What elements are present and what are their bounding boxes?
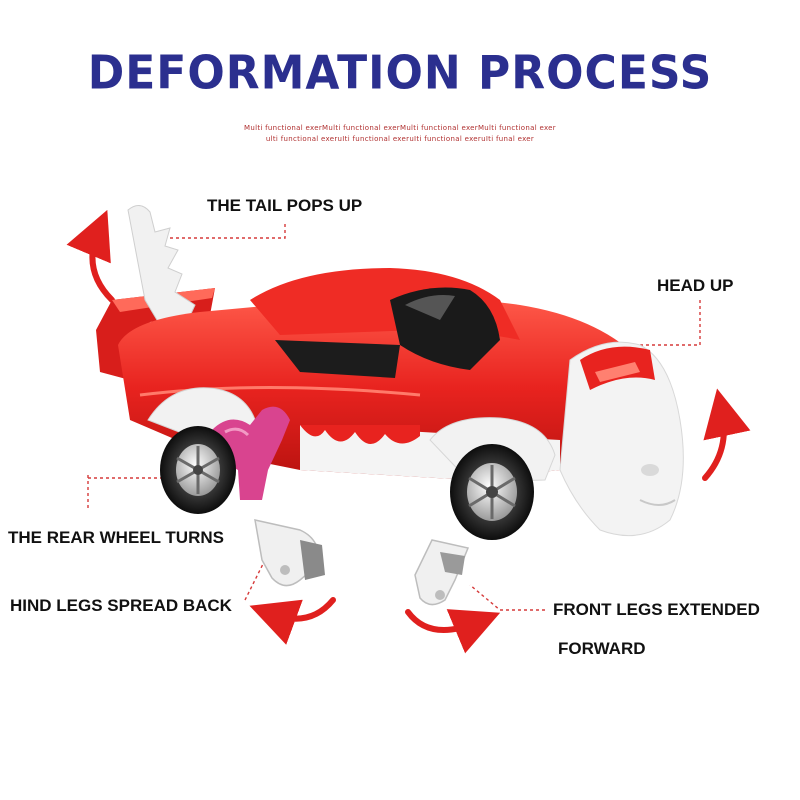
- hind-leg: [254, 519, 325, 587]
- subtitle-line-2: ulti functional exeruIti functional exer…: [265, 135, 535, 143]
- label-head-up: HEAD UP: [657, 276, 734, 295]
- arrow-tail-up: [66, 209, 115, 303]
- front-wheel: [450, 444, 534, 540]
- label-front-legs-extended: FRONT LEGS EXTENDED: [553, 600, 760, 619]
- front-leg: [414, 539, 470, 606]
- subtitle-line-1: Multi functional exerMulti functional ex…: [244, 124, 556, 132]
- label-hind-legs-spread-back: HIND LEGS SPREAD BACK: [10, 596, 232, 615]
- label-tail-pops-up: THE TAIL POPS UP: [207, 196, 363, 215]
- leader-line-tail: [158, 222, 286, 239]
- label-front-legs-forward: FORWARD: [558, 639, 646, 658]
- arrow-front-legs: [405, 609, 501, 654]
- page-title: DEFORMATION PROCESS: [87, 46, 713, 101]
- leader-line-rear-wheel: [87, 475, 168, 510]
- label-rear-wheel-turns: THE REAR WHEEL TURNS: [8, 528, 224, 547]
- rear-wheel: [160, 426, 236, 514]
- leader-line-head: [635, 300, 701, 346]
- wind-up-key: [212, 406, 290, 500]
- arrow-hind-legs: [249, 597, 336, 645]
- leader-line-front-legs: [469, 584, 545, 611]
- motion-arrows: [66, 209, 751, 654]
- arrow-head-up: [702, 388, 751, 481]
